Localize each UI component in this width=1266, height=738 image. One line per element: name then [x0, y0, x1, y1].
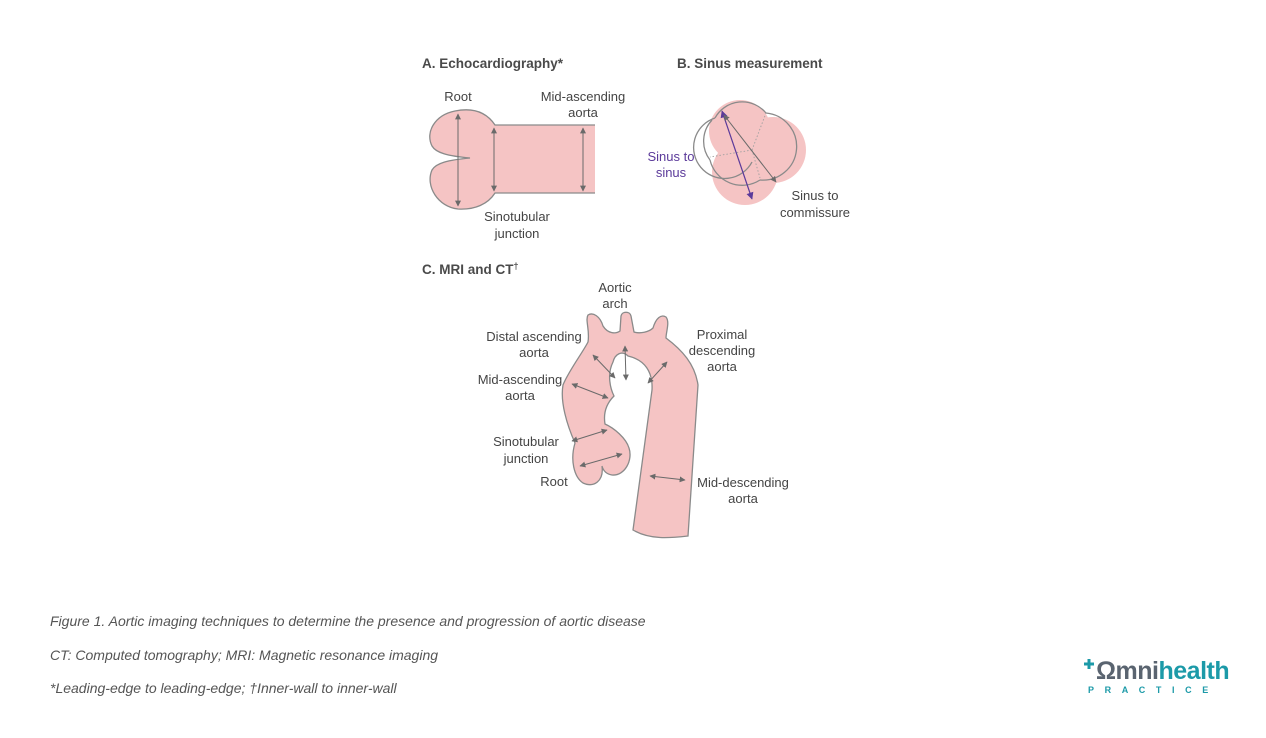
mid-descending-arrow — [649, 473, 686, 483]
label-proximal-descending-line2: descending — [689, 343, 756, 358]
label-aortic-arch-line2: arch — [602, 296, 627, 311]
label-mid-ascending-a-line2: aorta — [568, 105, 598, 120]
panel-c-mri-ct: C. MRI and CT† Aortic arch Distal ascend… — [422, 261, 789, 539]
distal-ascending-arrow — [592, 354, 616, 379]
label-mid-ascending-c-line2: aorta — [505, 388, 535, 403]
aortic-arch-arrow — [622, 345, 629, 381]
panel-c-title: C. MRI and CT† — [422, 261, 519, 277]
footnote-caption: *Leading-edge to leading-edge; †Inner-wa… — [50, 680, 397, 696]
mid-ascending-arrow-c — [571, 383, 609, 399]
panel-c-title-sup: † — [514, 261, 519, 271]
sinus-to-commissure-arrow — [723, 114, 777, 183]
label-proximal-descending-line1: Proximal — [697, 327, 748, 342]
abbreviations-caption: CT: Computed tomography; MRI: Magnetic r… — [50, 647, 439, 663]
label-distal-ascending-line2: aorta — [519, 345, 549, 360]
label-sinus-to-sinus-line2: sinus — [656, 165, 687, 180]
panel-c-title-text: C. MRI and CT — [422, 262, 514, 277]
omnihealth-practice-logo: Ωmnihealth PRACTICE — [1084, 656, 1230, 700]
root-arrow-c — [579, 452, 623, 468]
label-mid-descending-line2: aorta — [728, 491, 758, 506]
sinotubular-arrow-c — [571, 428, 608, 443]
label-mid-ascending-a-line1: Mid-ascending — [541, 89, 626, 104]
label-sinotubular-c-line2: junction — [503, 451, 549, 466]
logo-cross-icon — [1084, 659, 1094, 669]
label-sinus-to-sinus-line1: Sinus to — [648, 149, 695, 164]
label-proximal-descending-line3: aorta — [707, 359, 737, 374]
label-mid-ascending-c-line1: Mid-ascending — [478, 372, 563, 387]
label-sinotubular-a-line1: Sinotubular — [484, 209, 550, 224]
label-root-a: Root — [444, 89, 472, 104]
label-mid-descending-line1: Mid-descending — [697, 475, 789, 490]
label-sinus-to-commissure-line2: commissure — [780, 205, 850, 220]
panel-a-echocardiography: A. Echocardiography* Root Mid-ascending … — [422, 56, 625, 241]
aortic-root-echo-shape — [429, 109, 595, 210]
label-distal-ascending-line1: Distal ascending — [486, 329, 581, 344]
figure-caption: Figure 1. Aortic imaging techniques to d… — [50, 613, 646, 629]
label-sinus-to-commissure-line1: Sinus to — [792, 188, 839, 203]
aortic-imaging-figure: A. Echocardiography* Root Mid-ascending … — [422, 56, 851, 539]
label-root-c: Root — [540, 474, 568, 489]
logo-wordmark-health: health — [1158, 657, 1230, 685]
logo-subtitle: PRACTICE — [1088, 685, 1219, 695]
logo-wordmark-omni: Ωmni — [1096, 657, 1159, 685]
aorta-arch-shape — [561, 311, 699, 539]
panel-b-sinus-measurement: B. Sinus measurement Sinus to sinus Sinu… — [648, 56, 851, 220]
proximal-descending-arrow — [647, 361, 668, 384]
logo-wordmark: Ωmnihealth — [1096, 656, 1230, 686]
panel-a-title: A. Echocardiography* — [422, 56, 564, 71]
label-sinotubular-c-line1: Sinotubular — [493, 434, 559, 449]
label-sinotubular-a-line2: junction — [494, 226, 540, 241]
label-aortic-arch-line1: Aortic — [598, 280, 632, 295]
sinus-trefoil-shape — [693, 100, 806, 205]
panel-b-title: B. Sinus measurement — [677, 56, 823, 71]
